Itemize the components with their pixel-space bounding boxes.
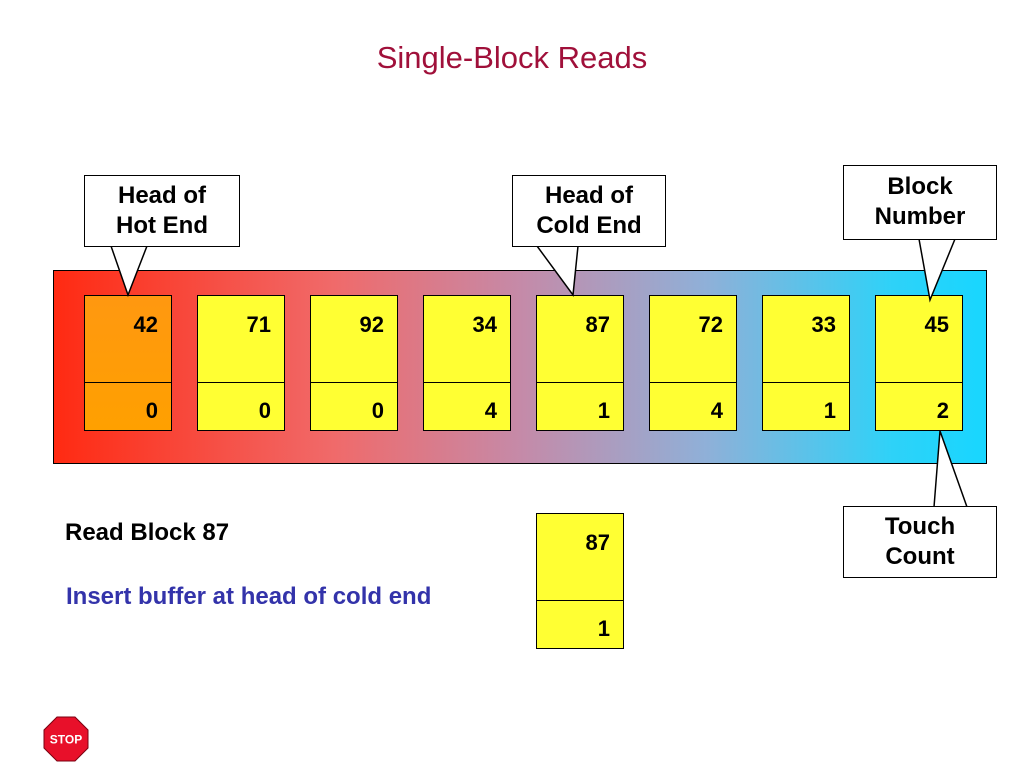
buffer-block-number: 71 bbox=[198, 296, 284, 383]
buffer-6: 33 1 bbox=[762, 295, 850, 431]
callout-hot-head-line1: Head of bbox=[117, 182, 206, 209]
buffer-5: 72 4 bbox=[649, 295, 737, 431]
callout-touch-count-line2: Count bbox=[885, 543, 955, 570]
buffer-touch-count: 0 bbox=[145, 398, 158, 423]
insert-instruction: Insert buffer at head of cold end bbox=[66, 583, 432, 610]
callout-hot-head: Head of Hot End bbox=[84, 175, 240, 247]
buffer-0: 42 0 bbox=[84, 295, 172, 431]
callout-cold-head-line1: Head of bbox=[544, 182, 633, 209]
buffer-block-number: 33 bbox=[763, 296, 849, 383]
callout-block-number-line1: Block bbox=[887, 173, 953, 200]
buffer-touch-count: 2 bbox=[936, 398, 949, 423]
buffer-3: 34 4 bbox=[423, 295, 511, 431]
buffer-touch-count: 0 bbox=[371, 398, 384, 423]
callout-hot-head-line2: Hot End bbox=[116, 212, 208, 239]
buffer-block-number: 45 bbox=[876, 296, 962, 383]
callout-block-number: Block Number bbox=[843, 165, 997, 240]
buffer-block-number: 42 bbox=[85, 296, 171, 383]
callout-touch-count: Touch Count bbox=[843, 506, 997, 578]
read-buffer: 87 1 bbox=[536, 513, 624, 649]
buffer-4: 87 1 bbox=[536, 295, 624, 431]
buffer-touch-count: 1 bbox=[597, 398, 610, 423]
buffer-7: 45 2 bbox=[875, 295, 963, 431]
buffer-touch-count: 0 bbox=[258, 398, 271, 423]
buffer-2: 92 0 bbox=[310, 295, 398, 431]
buffer-1: 71 0 bbox=[197, 295, 285, 431]
stop-octagon bbox=[43, 716, 89, 762]
callout-cold-head: Head of Cold End bbox=[512, 175, 666, 247]
buffer-touch-count: 4 bbox=[710, 398, 723, 423]
read-block-label: Read Block 87 bbox=[65, 519, 230, 546]
slide-title: Single-Block Reads bbox=[376, 40, 648, 75]
buffer-touch-count: 1 bbox=[823, 398, 836, 423]
callout-block-number-line2: Number bbox=[874, 203, 966, 230]
stop-sign-icon[interactable]: STOP bbox=[43, 716, 89, 762]
read-buffer-touch-count: 1 bbox=[597, 616, 610, 641]
stop-label: STOP bbox=[50, 733, 82, 747]
buffer-block-number: 34 bbox=[424, 296, 510, 383]
callout-cold-head-line2: Cold End bbox=[536, 212, 642, 239]
callout-touch-count-line1: Touch bbox=[884, 513, 956, 540]
buffer-block-number: 72 bbox=[650, 296, 736, 383]
buffer-touch-count: 4 bbox=[484, 398, 497, 423]
read-buffer-block-number: 87 bbox=[537, 514, 623, 601]
buffer-block-number: 87 bbox=[537, 296, 623, 383]
buffer-block-number: 92 bbox=[311, 296, 397, 383]
